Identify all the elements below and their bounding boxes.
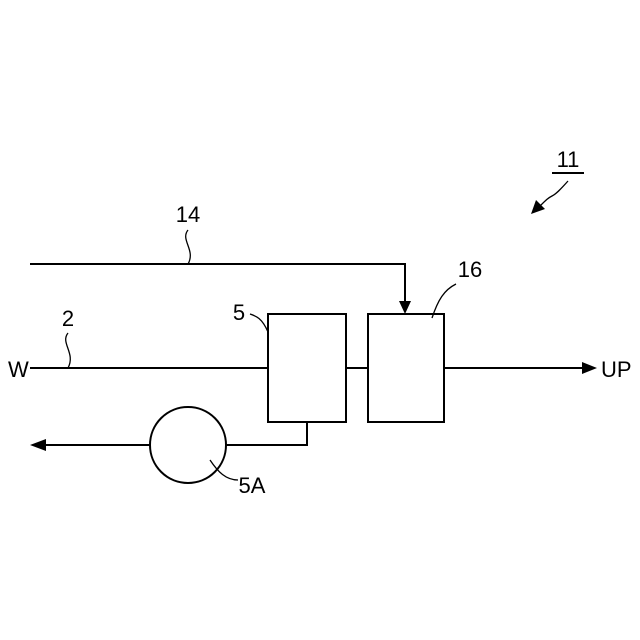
- line-14-arrowhead: [399, 301, 411, 314]
- figure-ref-pointer: [540, 181, 568, 206]
- outlet-up-label: UP: [601, 357, 632, 382]
- line-2-leader: [66, 333, 71, 368]
- line-14-label: 14: [176, 202, 200, 227]
- line-2-label: 2: [62, 306, 74, 331]
- unit-5-label: 5: [233, 300, 245, 325]
- inlet-w-label: W: [8, 357, 29, 382]
- line-14-leader: [186, 230, 191, 264]
- unit-16-leader: [432, 284, 456, 318]
- line-14: [30, 264, 405, 305]
- pump-5a-circle: [150, 407, 226, 483]
- figure-ref-arrowhead: [531, 200, 545, 214]
- discharge-arrowhead: [30, 439, 46, 451]
- unit-16-label: 16: [458, 257, 482, 282]
- figure-ref-label: 11: [557, 147, 580, 172]
- unit-16-box: [368, 314, 444, 422]
- unit-5-leader: [250, 314, 268, 332]
- unit-5-box: [268, 314, 346, 422]
- outlet-arrowhead: [582, 362, 597, 374]
- discharge-line: [226, 422, 307, 445]
- pump-5a-label: 5A: [239, 473, 266, 498]
